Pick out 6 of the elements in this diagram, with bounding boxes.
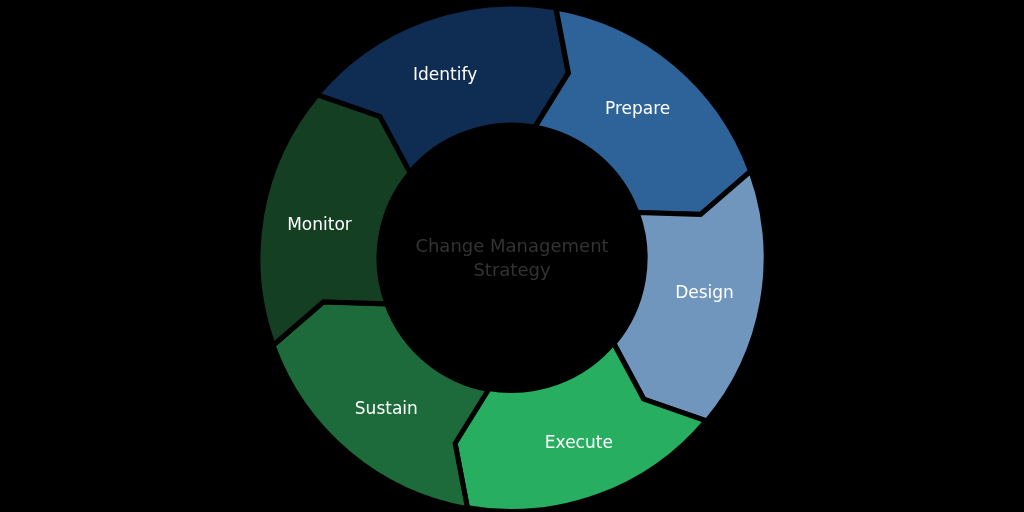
segment-label: Sustain (354, 397, 418, 418)
segment-label: Monitor (287, 214, 352, 235)
segment-label: Identify (413, 64, 478, 85)
segment-label: Design (675, 281, 734, 302)
segment-label: Prepare (605, 98, 671, 119)
segment-label: Execute (544, 431, 613, 452)
